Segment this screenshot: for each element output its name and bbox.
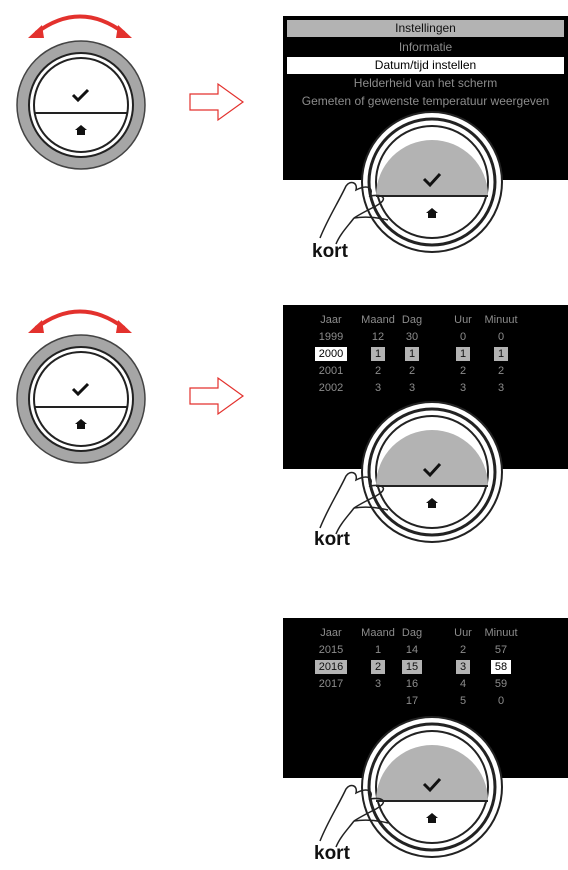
dial-press-3[interactable] xyxy=(360,715,504,859)
column-value xyxy=(307,693,355,710)
column-maand[interactable]: Maand 1 2 3 xyxy=(354,624,402,710)
checkmark-icon xyxy=(422,172,442,188)
column-header: Maand xyxy=(361,627,395,639)
column-value: 17 xyxy=(405,695,419,707)
rotate-arrow-icon-1 xyxy=(28,14,132,38)
column-header: Dag xyxy=(401,627,423,639)
column-header: Uur xyxy=(454,314,472,326)
column-value: 3 xyxy=(497,382,505,394)
next-arrow-icon-1 xyxy=(189,82,245,122)
column-value: 2 xyxy=(374,365,382,377)
column-value: 2 xyxy=(497,365,505,377)
rotate-arrow-icon-2 xyxy=(28,309,132,333)
column-value: 59 xyxy=(494,678,508,690)
dial-press-2[interactable] xyxy=(360,400,504,544)
menu-item-informatie[interactable]: Informatie xyxy=(398,40,453,54)
column-value: 3 xyxy=(374,678,382,690)
column-header: Jaar xyxy=(320,314,342,326)
checkmark-icon xyxy=(71,88,90,103)
column-value: 12 xyxy=(371,331,385,343)
column-value: 2 xyxy=(408,365,416,377)
column-value: 2016 xyxy=(307,659,355,676)
press-label-1: kort xyxy=(312,241,348,262)
home-icon xyxy=(426,208,438,218)
dial-2[interactable] xyxy=(15,333,147,465)
column-value: 1999 xyxy=(318,331,344,343)
column-value: 14 xyxy=(405,644,419,656)
column-value: 3 xyxy=(459,382,467,394)
home-icon xyxy=(75,125,87,135)
column-minuut[interactable]: Minuut 0 1 2 3 xyxy=(477,311,525,397)
hand-press-icon-1 xyxy=(319,181,389,245)
column-header: Dag xyxy=(401,314,423,326)
column-value: 1 xyxy=(388,346,436,363)
checkmark-icon xyxy=(71,382,90,397)
column-value: 57 xyxy=(494,644,508,656)
column-value: 0 xyxy=(497,331,505,343)
column-value: 2 xyxy=(459,365,467,377)
column-dag[interactable]: Dag 30 1 2 3 xyxy=(388,311,436,397)
menu-item-datum-tijd[interactable]: Datum/tijd instellen xyxy=(287,57,564,74)
column-header: Uur xyxy=(454,627,472,639)
screen-1: Instellingen Informatie Datum/tijd inste… xyxy=(283,16,568,180)
column-value: 3 xyxy=(408,382,416,394)
column-value: 3 xyxy=(374,382,382,394)
column-value: 2000 xyxy=(307,346,355,363)
hand-press-icon-3 xyxy=(319,784,389,848)
column-value: 30 xyxy=(405,331,419,343)
column-minuut[interactable]: Minuut 57 58 59 0 xyxy=(477,624,525,710)
menu-item-helderheid[interactable]: Helderheid van het scherm xyxy=(353,76,498,90)
press-label-3: kort xyxy=(314,843,350,864)
column-value: 2015 xyxy=(318,644,344,656)
home-icon xyxy=(426,498,438,508)
column-value: 58 xyxy=(477,659,525,676)
column-value: 1 xyxy=(374,644,382,656)
checkmark-icon xyxy=(422,462,442,478)
column-value: 2017 xyxy=(318,678,344,690)
home-icon xyxy=(75,419,87,429)
column-uur[interactable]: Uur 0 1 2 3 xyxy=(439,311,487,397)
column-value: 5 xyxy=(459,695,467,707)
column-uur[interactable]: Uur 2 3 4 5 xyxy=(439,624,487,710)
column-value: 3 xyxy=(439,659,487,676)
dial-1[interactable] xyxy=(15,39,147,171)
home-icon xyxy=(426,813,438,823)
column-header: Minuut xyxy=(484,627,518,639)
column-value: 2001 xyxy=(318,365,344,377)
column-dag[interactable]: Dag 14 15 16 17 xyxy=(388,624,436,710)
menu-header-instellingen: Instellingen xyxy=(287,20,564,37)
column-value: 4 xyxy=(459,678,467,690)
column-value: 0 xyxy=(459,331,467,343)
column-header: Jaar xyxy=(320,627,342,639)
hand-press-icon-2 xyxy=(319,471,389,535)
checkmark-icon xyxy=(422,777,442,793)
column-value: 2 xyxy=(459,644,467,656)
column-value: 0 xyxy=(497,695,505,707)
column-jaar[interactable]: Jaar 2015 2016 2017 xyxy=(307,624,355,710)
column-value: 2 xyxy=(354,659,402,676)
column-value: 2002 xyxy=(318,382,344,394)
column-header: Maand xyxy=(361,314,395,326)
next-arrow-icon-2 xyxy=(189,376,245,416)
column-value: 1 xyxy=(439,346,487,363)
press-label-2: kort xyxy=(314,529,350,550)
menu-item-temperatuur[interactable]: Gemeten of gewenste temperatuur weergeve… xyxy=(301,94,550,108)
dial-press-1[interactable] xyxy=(360,110,504,254)
column-jaar[interactable]: Jaar 1999 2000 2001 2002 xyxy=(307,311,355,397)
column-value: 1 xyxy=(477,346,525,363)
column-value: 16 xyxy=(405,678,419,690)
column-value: 1 xyxy=(354,346,402,363)
column-header: Minuut xyxy=(484,314,518,326)
column-value: 15 xyxy=(388,659,436,676)
